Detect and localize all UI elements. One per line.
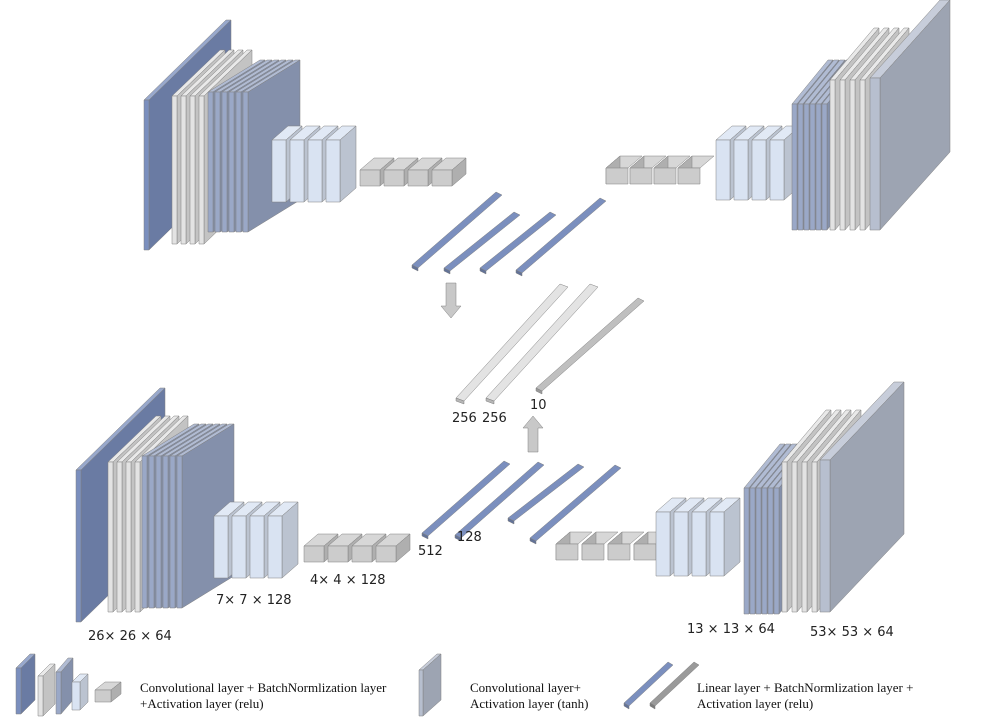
label-26x26x64: 26× 26 × 64 xyxy=(88,629,172,644)
latent-10 xyxy=(535,297,645,392)
conv-light-block xyxy=(325,125,357,203)
legend-linear-gray xyxy=(649,661,700,707)
linear-bottom xyxy=(421,460,622,545)
conv-light-block xyxy=(709,497,741,577)
label-53x53x64: 53× 53 × 64 xyxy=(810,625,894,640)
conv-small-block xyxy=(327,533,363,563)
latent xyxy=(455,283,645,405)
label-4x4x128: 4× 4 × 128 xyxy=(310,573,386,588)
conv-tanh-icon xyxy=(418,653,442,717)
legend-slate-slab xyxy=(55,657,74,715)
label-13x13x64: 13 × 13 × 64 xyxy=(687,622,775,637)
legend-conv-tanh-line1: Convolutional layer+ xyxy=(470,680,581,695)
legend-linear-line2: Activation layer (relu) xyxy=(697,696,814,711)
conv-tanh-slab xyxy=(869,0,951,231)
legend-conv-tanh-text: Convolutional layer+ Activation layer (t… xyxy=(470,680,588,712)
linear-strip-top-1 xyxy=(443,211,521,272)
label-256-a: 256 xyxy=(452,411,477,426)
legend-blue-slab xyxy=(15,653,36,715)
encoder-top xyxy=(143,19,467,251)
linear-strip-top-0 xyxy=(411,191,503,269)
legend-light-block xyxy=(71,673,89,711)
legend-tanh-slab xyxy=(418,653,442,717)
arrow-down-icon xyxy=(440,282,462,319)
linear-strip-bottom-2 xyxy=(507,463,585,522)
legend-linear-line1: Linear layer + BatchNormlization layer + xyxy=(697,680,914,695)
conv-tanh-slab xyxy=(819,381,905,613)
conv-small-block xyxy=(581,531,619,561)
legend-conv-relu-line1: Convolutional layer + BatchNormlization … xyxy=(140,680,387,695)
conv-small-block xyxy=(375,533,411,563)
encoder-bottom xyxy=(75,387,411,623)
conv-small-block xyxy=(677,155,715,185)
conv-relu-icon xyxy=(15,653,122,717)
linear-strip-top-2 xyxy=(479,211,557,272)
conv-small-block xyxy=(555,531,593,561)
conv-small-block xyxy=(431,157,467,187)
legend-small-block xyxy=(94,681,122,703)
linear-strip-bottom-3 xyxy=(529,464,622,542)
arrow-up-icon xyxy=(522,415,544,453)
decoder-top xyxy=(605,0,951,231)
legend-conv-relu-line2: +Activation layer (relu) xyxy=(140,696,264,711)
conv-small-block xyxy=(607,531,645,561)
conv-small-block xyxy=(629,155,667,185)
linear-top xyxy=(411,191,607,277)
label-256-b: 256 xyxy=(482,411,507,426)
decoder-bottom xyxy=(555,381,905,615)
label-128: 128 xyxy=(457,530,482,545)
legend-conv-relu-text: Convolutional layer + BatchNormlization … xyxy=(140,680,386,712)
conv-light-block xyxy=(267,501,299,579)
legend-linear-text: Linear layer + BatchNormlization layer +… xyxy=(697,680,913,712)
conv-small-block xyxy=(653,155,691,185)
linear-icon xyxy=(623,661,700,710)
label-10: 10 xyxy=(530,398,547,413)
legend-conv-tanh-line2: Activation layer (tanh) xyxy=(470,696,589,711)
legend-linear-blue xyxy=(623,661,674,707)
label-7x7x128: 7× 7 × 128 xyxy=(216,593,292,608)
conv-small-block xyxy=(605,155,643,185)
latent-256-a xyxy=(455,283,569,402)
label-512: 512 xyxy=(418,544,443,559)
legend-gray-slab xyxy=(37,663,56,717)
